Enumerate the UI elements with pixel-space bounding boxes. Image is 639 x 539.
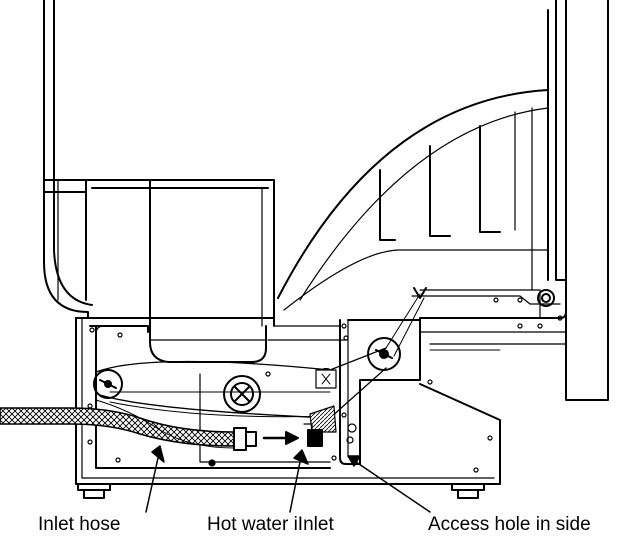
feet <box>77 483 485 499</box>
callout-leaders <box>145 445 431 513</box>
base-frame <box>75 317 501 485</box>
inlet-hose <box>0 399 257 451</box>
rods <box>267 325 567 351</box>
hot-water-valve <box>109 369 337 447</box>
door-panel <box>547 0 609 401</box>
feeder-box <box>85 179 275 363</box>
direction-arrow <box>262 431 299 445</box>
bracket-plate <box>339 287 567 465</box>
screws <box>87 297 563 473</box>
drum-curve <box>277 89 549 311</box>
access-hole-label: Access hole in side <box>428 514 591 535</box>
hot-water-inlet-label: Hot water iInlet <box>207 514 334 535</box>
cabinet-upper <box>43 0 93 319</box>
inlet-hose-label: Inlet hose <box>38 514 121 535</box>
pulleys <box>93 289 555 413</box>
